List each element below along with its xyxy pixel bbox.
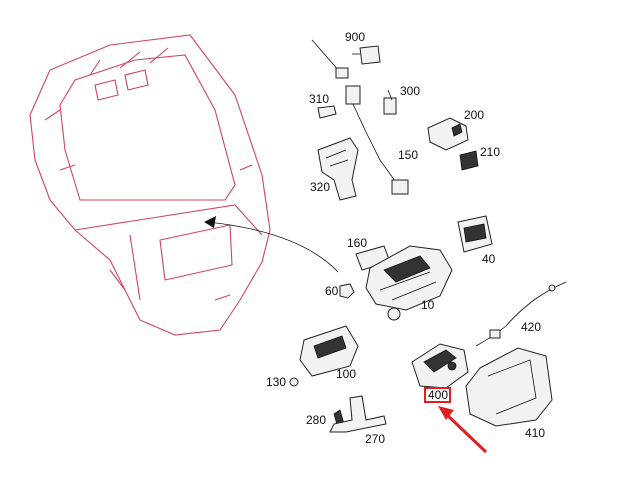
part-60-drawing xyxy=(339,283,355,299)
label-410: 410 xyxy=(525,426,545,440)
part-900-drawing xyxy=(311,39,381,79)
highlight-arrow-line xyxy=(444,412,488,454)
label-200: 200 xyxy=(464,108,484,122)
part-270-drawing xyxy=(329,395,387,433)
tailgate-pointer-arrowhead xyxy=(204,216,216,228)
label-300: 300 xyxy=(400,84,420,98)
label-210: 210 xyxy=(480,145,500,159)
part-130-drawing xyxy=(289,377,299,387)
part-420-drawing xyxy=(475,281,567,347)
tailgate-pointer-arrow xyxy=(207,221,339,273)
highlight-arrow-head xyxy=(438,406,454,420)
label-420: 420 xyxy=(521,320,541,334)
label-10: 10 xyxy=(421,298,435,312)
part-200-drawing xyxy=(427,117,469,151)
tailgate-outline xyxy=(29,34,271,336)
label-130: 130 xyxy=(266,375,286,389)
part-40-drawing xyxy=(457,215,493,253)
label-280: 280 xyxy=(306,413,326,427)
label-60: 60 xyxy=(325,284,339,298)
part-210-drawing xyxy=(459,150,479,171)
label-270: 270 xyxy=(365,432,385,446)
label-400: 400 xyxy=(428,388,448,402)
part-400-drawing xyxy=(411,343,469,389)
part-10-drawing xyxy=(365,245,453,321)
part-310-drawing xyxy=(317,105,337,119)
part-100-drawing xyxy=(299,325,359,377)
part-300-150-drawing xyxy=(345,85,409,195)
label-150: 150 xyxy=(398,148,418,162)
label-310: 310 xyxy=(309,92,329,106)
part-320-drawing xyxy=(317,137,359,201)
label-100: 100 xyxy=(336,367,356,381)
label-900: 900 xyxy=(345,30,365,44)
label-160: 160 xyxy=(347,236,367,250)
label-320: 320 xyxy=(310,180,330,194)
part-410-drawing xyxy=(465,347,553,427)
label-40: 40 xyxy=(482,252,496,266)
highlight-box-400 xyxy=(424,387,451,403)
